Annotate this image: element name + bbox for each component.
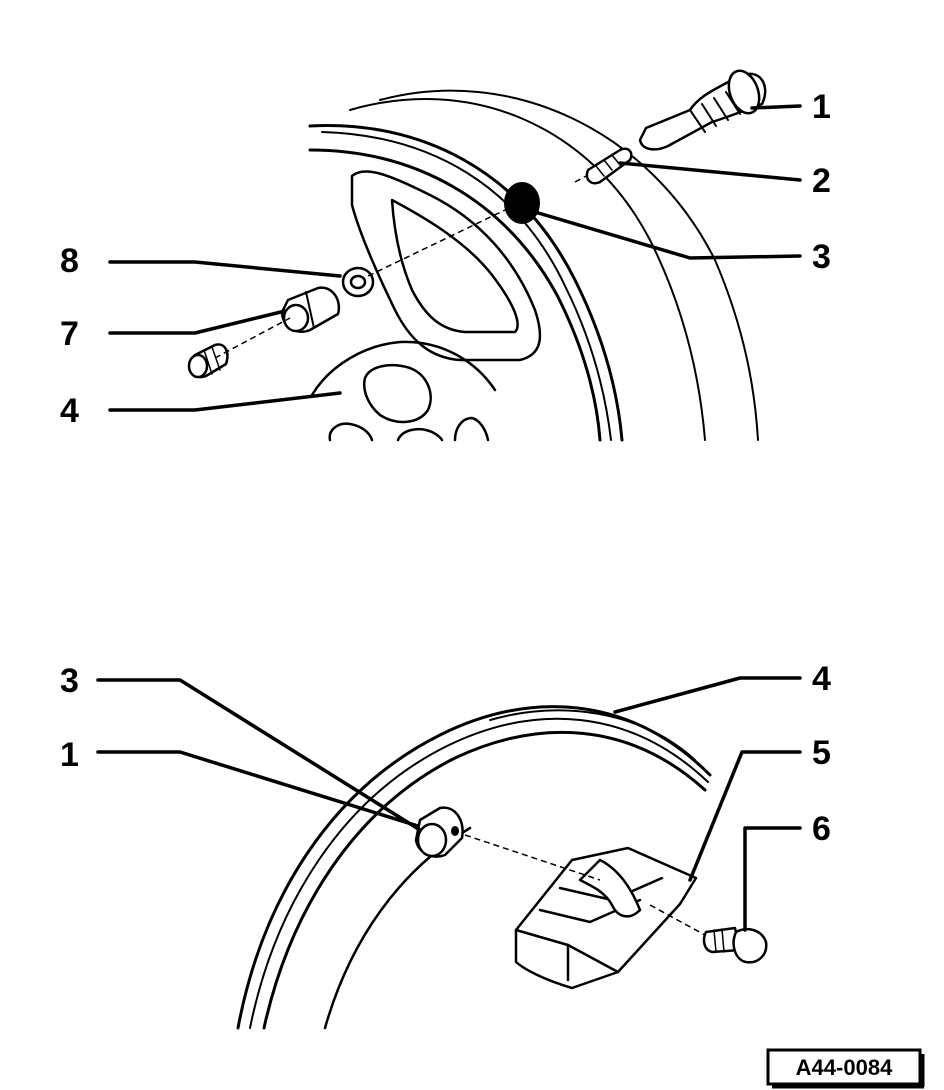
- valve-core-part: [574, 147, 633, 185]
- callout-1-top: 1: [812, 88, 831, 126]
- valve-stem-part: [638, 69, 767, 151]
- reference-code-box: A44-0084: [766, 1048, 925, 1089]
- grommet-part-top: [504, 182, 540, 224]
- screw-part: [702, 926, 768, 964]
- pressure-sensor-part: [514, 846, 698, 990]
- wheel-rim-bottom: [236, 705, 712, 1030]
- valve-grommet-part-bottom: [414, 806, 464, 858]
- callout-5-bottom: 5: [812, 734, 831, 772]
- callout-1-bottom: 1: [60, 736, 79, 774]
- top-view: 1 2 3 4 7 8: [60, 69, 831, 442]
- valve-cap-part: [187, 343, 229, 379]
- callout-6-bottom: 6: [812, 810, 831, 848]
- callout-3-top: 3: [812, 238, 831, 276]
- wheel-rim-top: [308, 89, 759, 442]
- washer-part: [341, 266, 375, 298]
- callout-8-top: 8: [60, 242, 79, 280]
- callout-2-top: 2: [812, 162, 831, 200]
- callout-7-top: 7: [60, 315, 79, 353]
- bottom-view: 3 1 4 5 6: [60, 660, 831, 1030]
- callout-4-top: 4: [60, 392, 79, 430]
- callout-3-bottom: 3: [60, 662, 79, 700]
- reference-code: A44-0084: [796, 1055, 893, 1080]
- union-nut-part: [280, 286, 341, 333]
- callout-4-bottom: 4: [812, 660, 831, 698]
